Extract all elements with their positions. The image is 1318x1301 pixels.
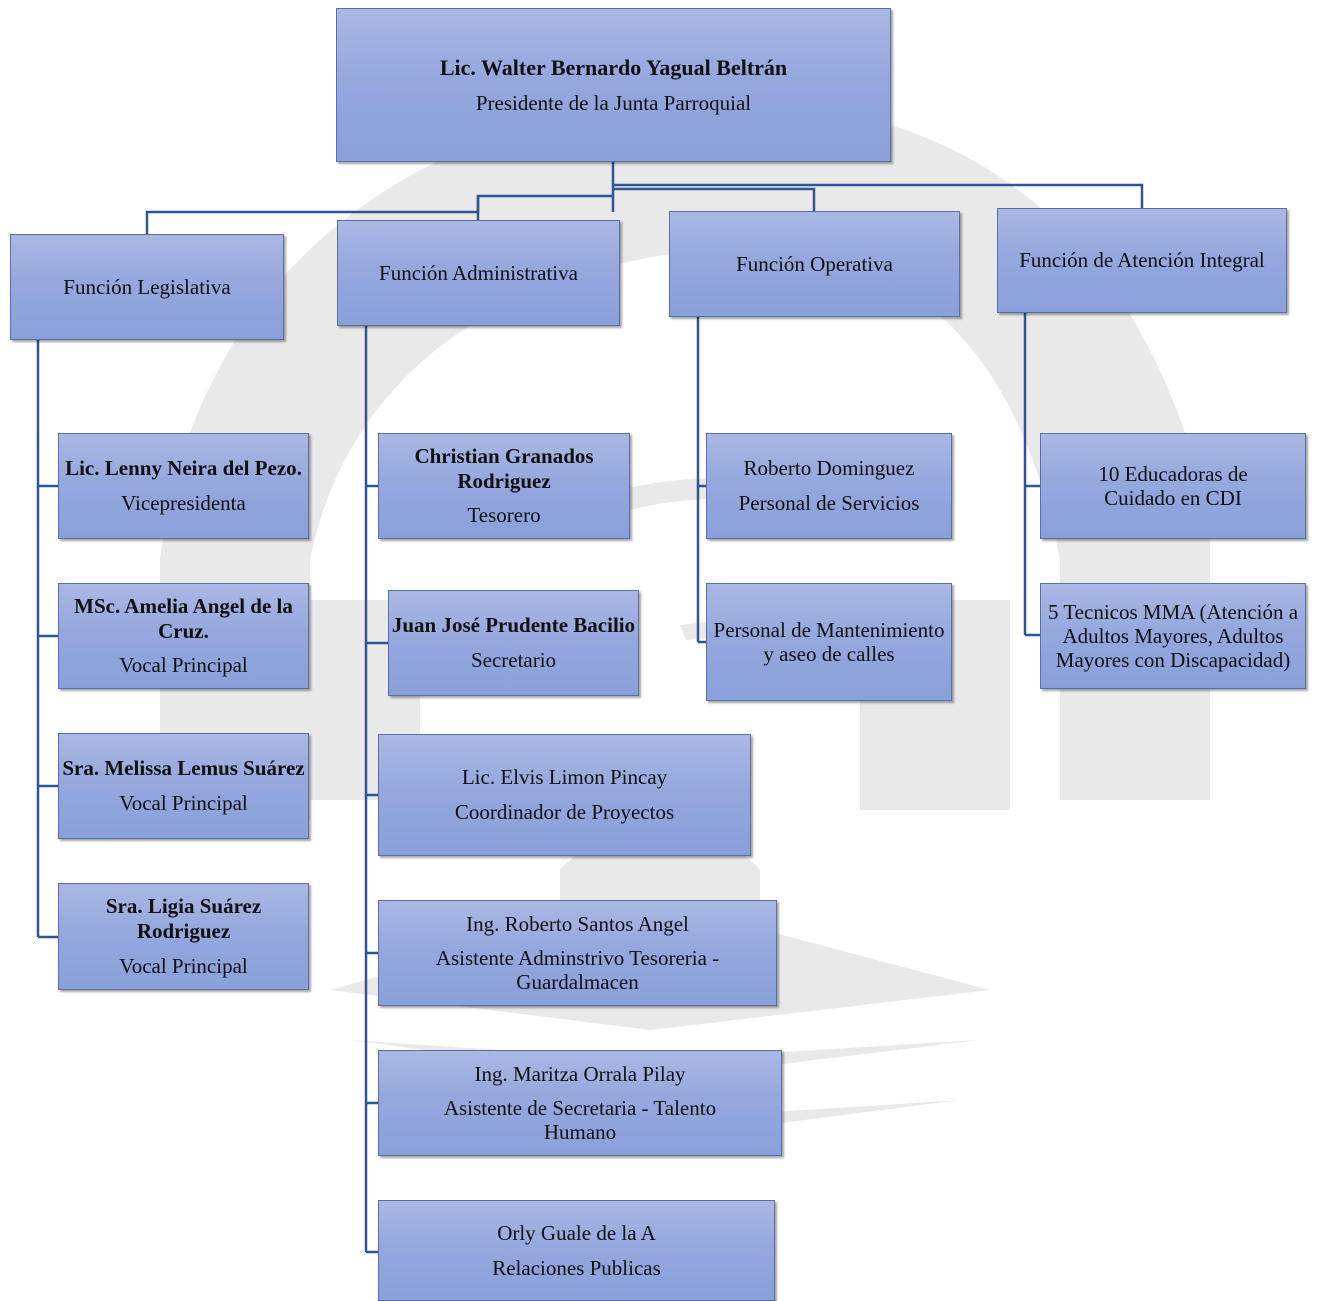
member-name: MSc. Amelia Angel de la Cruz.	[74, 593, 293, 643]
member-role: Asistente Adminstrivo Tesoreria - Guarda…	[435, 945, 720, 995]
atencion-member-box: 10 Educadoras de Cuidado en CDI	[1040, 433, 1306, 539]
atencion-member-box: 5 Tecnicos MMA (Atención a Adultos Mayor…	[1040, 583, 1306, 689]
president-role: Presidente de la Junta Parroquial	[475, 90, 752, 115]
member-role: Relaciones Publicas	[492, 1255, 661, 1280]
legislativa-member-box: MSc. Amelia Angel de la Cruz. Vocal Prin…	[58, 583, 309, 689]
member-text: 10 Educadoras de Cuidado en CDI	[1098, 461, 1248, 510]
member-role: Asistente de Secretaria - Talento Humano	[443, 1095, 717, 1145]
member-name: Ing. Maritza Orrala Pilay	[474, 1061, 686, 1086]
member-text: Personal de Mantenimiento y aseo de call…	[713, 617, 945, 666]
member-name: Roberto Dominguez	[743, 456, 915, 481]
president-box: Lic. Walter Bernardo Yagual Beltrán Pres…	[336, 8, 891, 162]
member-role: Secretario	[470, 648, 557, 672]
operativa-member-box: Personal de Mantenimiento y aseo de call…	[706, 583, 952, 701]
legislativa-member-box: Sra. Melissa Lemus Suárez Vocal Principa…	[58, 733, 309, 839]
administrativa-member-box: Juan José Prudente Bacilio Secretario	[388, 590, 639, 696]
legislativa-member-box: Lic. Lenny Neira del Pezo. Vicepresident…	[58, 433, 309, 539]
member-name: Christian Granados Rodriguez	[414, 443, 594, 493]
president-name: Lic. Walter Bernardo Yagual Beltrán	[439, 54, 788, 80]
member-name: Juan José Prudente Bacilio	[391, 613, 636, 638]
member-name: Lic. Lenny Neira del Pezo.	[65, 456, 302, 481]
function-operativa-box: Función Operativa	[669, 211, 960, 317]
member-name: Orly Guale de la A	[497, 1220, 656, 1245]
administrativa-member-box: Orly Guale de la A Relaciones Publicas	[378, 1200, 775, 1301]
function-administrativa-label: Función Administrativa	[379, 260, 578, 285]
member-name: Sra. Melissa Lemus Suárez	[62, 756, 305, 781]
member-role: Vocal Principal	[119, 953, 248, 978]
member-role: Tesorero	[467, 503, 541, 528]
function-atencion-box: Función de Atención Integral	[997, 208, 1287, 313]
legislativa-member-box: Sra. Ligia Suárez Rodriguez Vocal Princi…	[58, 883, 309, 990]
function-legislativa-box: Función Legislativa	[10, 234, 284, 340]
function-atencion-label: Función de Atención Integral	[1019, 248, 1265, 273]
member-role: Personal de Servicios	[738, 491, 920, 515]
member-role: Coordinador de Proyectos	[454, 800, 675, 824]
administrativa-member-box: Christian Granados Rodriguez Tesorero	[378, 433, 630, 539]
member-name: Lic. Elvis Limon Pincay	[461, 765, 668, 790]
function-operativa-label: Función Operativa	[736, 251, 893, 276]
administrativa-member-box: Ing. Maritza Orrala Pilay Asistente de S…	[378, 1050, 782, 1156]
function-legislativa-label: Función Legislativa	[63, 274, 231, 299]
administrativa-member-box: Ing. Roberto Santos Angel Asistente Admi…	[378, 900, 777, 1006]
member-text: 5 Tecnicos MMA (Atención a Adultos Mayor…	[1047, 599, 1299, 673]
member-name: Sra. Ligia Suárez Rodriguez	[105, 894, 262, 944]
member-role: Vocal Principal	[119, 653, 248, 678]
member-role: Vicepresidenta	[121, 491, 246, 515]
administrativa-member-box: Lic. Elvis Limon Pincay Coordinador de P…	[378, 734, 751, 856]
operativa-member-box: Roberto Dominguez Personal de Servicios	[706, 433, 952, 539]
member-role: Vocal Principal	[119, 791, 248, 815]
function-administrativa-box: Función Administrativa	[337, 220, 620, 326]
member-name: Ing. Roberto Santos Angel	[466, 911, 689, 936]
